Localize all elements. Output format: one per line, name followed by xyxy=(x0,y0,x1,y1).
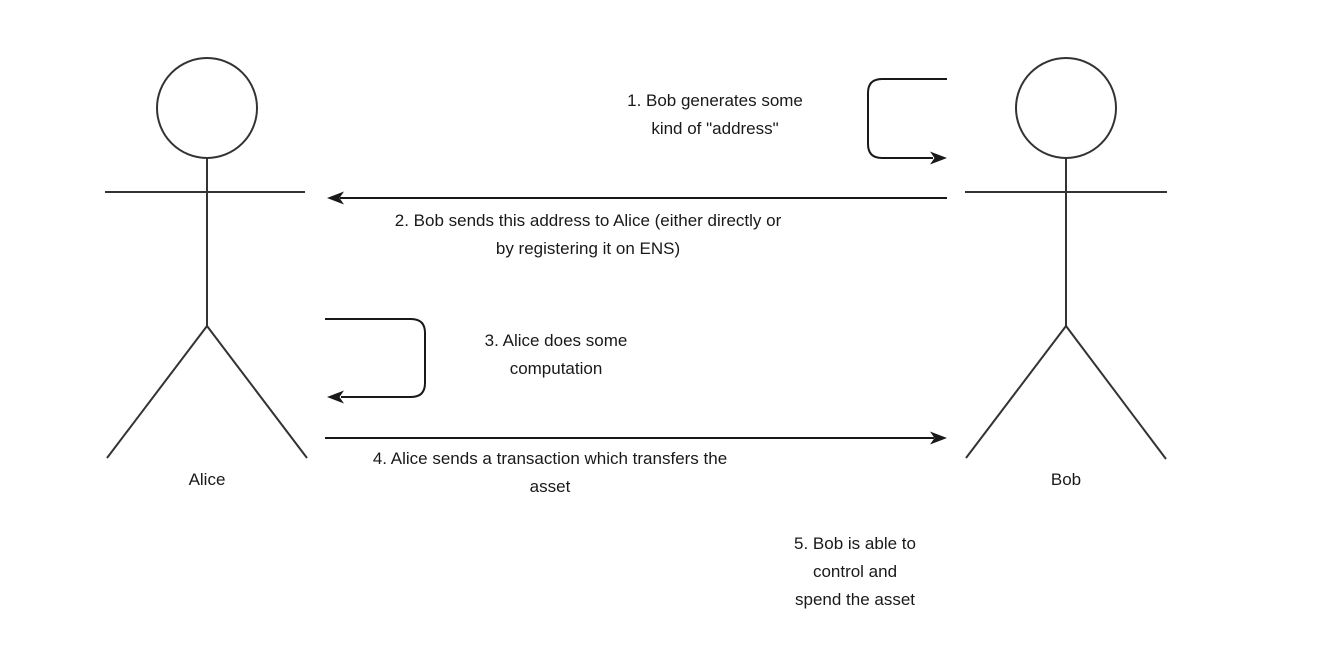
step3-label: 3. Alice does some computation xyxy=(484,331,628,378)
step3-arrowhead-icon xyxy=(327,390,344,404)
alice-left-leg-line xyxy=(106,325,208,459)
step1-loop-path xyxy=(867,78,947,159)
step4-label: 4. Alice sends a transaction which trans… xyxy=(372,449,728,496)
actor-bob-figure xyxy=(965,57,1167,460)
bob-right-leg-line xyxy=(1065,325,1167,460)
step2-message-arrow xyxy=(327,191,947,205)
actor-alice-figure xyxy=(105,57,308,459)
step2-label: 2. Bob sends this address to Alice (eith… xyxy=(394,211,782,258)
bob-head-icon xyxy=(1015,57,1117,159)
bob-name-label: Bob xyxy=(1050,470,1082,489)
step3-loop-path xyxy=(325,318,426,398)
alice-head-icon xyxy=(156,57,258,159)
alice-name-label: Alice xyxy=(188,470,226,489)
step2-arrowhead-icon xyxy=(327,191,344,205)
step4-message-arrow xyxy=(325,431,947,445)
step1-self-loop-arrow xyxy=(867,78,947,165)
step1-label: 1. Bob generates some kind of "address" xyxy=(627,91,803,138)
bob-left-leg-line xyxy=(965,325,1067,459)
step4-arrowhead-icon xyxy=(930,431,947,445)
step3-self-loop-arrow xyxy=(325,318,426,404)
alice-right-leg-line xyxy=(206,325,308,459)
step5-label: 5. Bob is able to control and spend the … xyxy=(794,534,916,609)
step1-arrowhead-icon xyxy=(930,151,947,165)
